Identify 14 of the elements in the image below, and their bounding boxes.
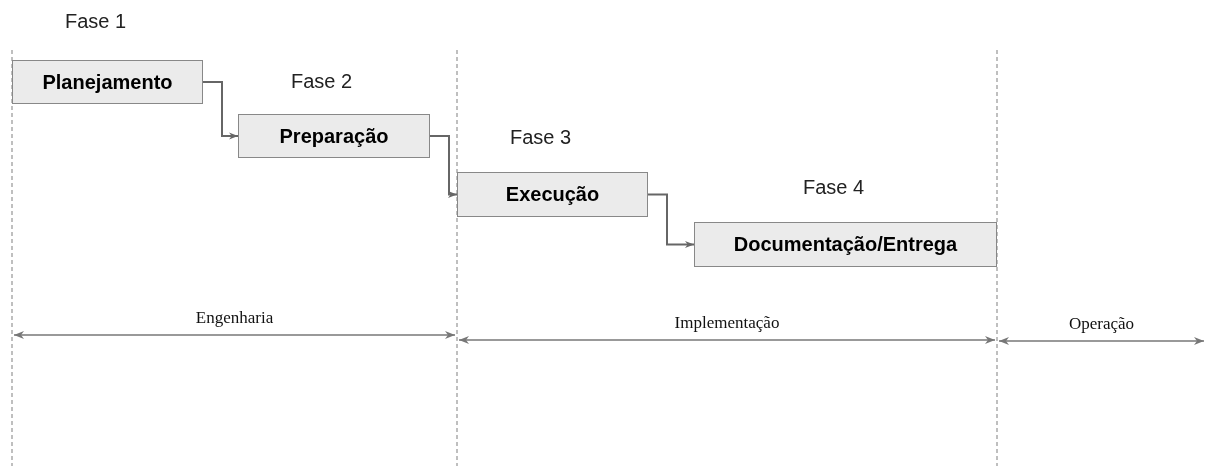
stage-label: Implementação xyxy=(674,313,780,333)
phase-label: Fase 3 xyxy=(510,126,572,149)
process-box: Preparação xyxy=(238,114,430,158)
phase-label: Fase 2 xyxy=(291,70,353,93)
phase-label: Fase 4 xyxy=(803,176,865,199)
process-box: Planejamento xyxy=(12,60,203,104)
phase-label: Fase 1 xyxy=(65,10,127,33)
connector-arrow xyxy=(202,81,239,140)
connector-arrow xyxy=(647,193,695,249)
connector-arrow xyxy=(429,135,458,199)
process-box: Documentação/Entrega xyxy=(694,222,997,267)
process-box: Execução xyxy=(457,172,648,217)
stage-label: Engenharia xyxy=(195,308,274,328)
stage-label: Operação xyxy=(1068,314,1135,334)
